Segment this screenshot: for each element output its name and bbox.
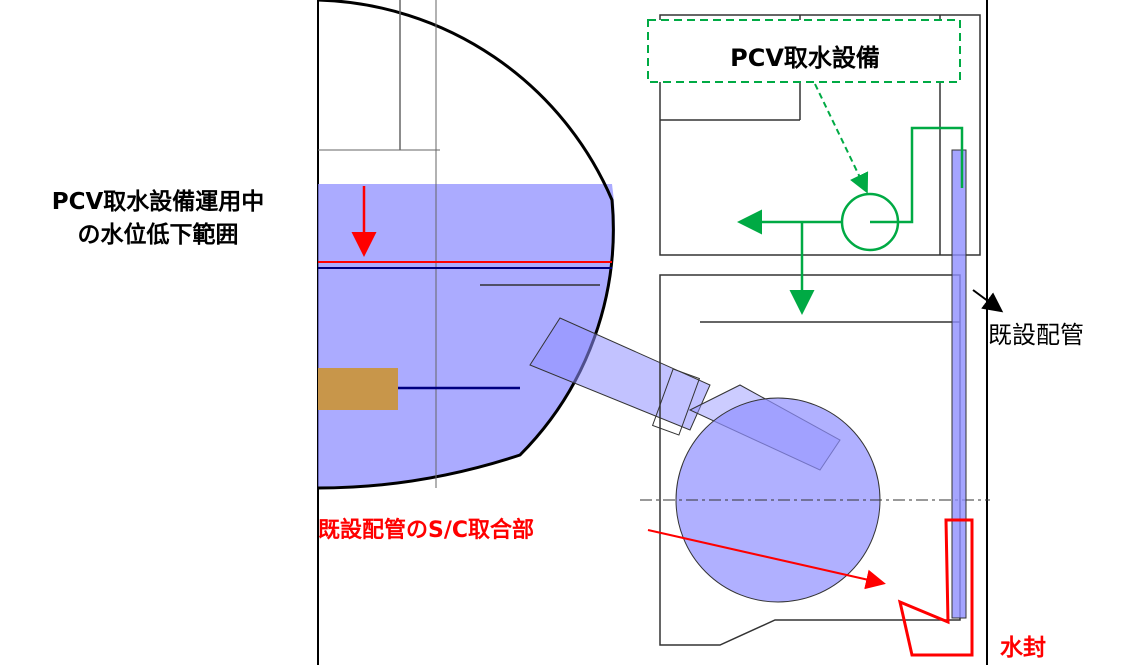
sc-junction-pointer: [647, 529, 886, 590]
water-level-range-label: PCV取水設備運用中 の水位低下範囲: [8, 186, 308, 252]
intake-facility-box: [647, 19, 961, 83]
drywell-vessel: [318, 0, 615, 490]
water-level-label-line1: PCV取水設備運用中: [51, 189, 265, 215]
water-seal-label: 水封: [1000, 635, 1046, 661]
water-seal-outline: [897, 518, 974, 657]
intake-flow: [737, 126, 964, 315]
water-level-label-line2: の水位低下範囲: [77, 222, 239, 248]
intake-facility-label: PCV取水設備: [730, 44, 880, 72]
existing-pipe-pointer: [972, 289, 1004, 313]
existing-pipe-label: 既設配管: [988, 321, 1084, 349]
existing-pipe: [951, 149, 967, 619]
sc-junction-label: 既設配管のS/C取合部: [318, 518, 535, 543]
intake-pointer: [814, 83, 869, 194]
